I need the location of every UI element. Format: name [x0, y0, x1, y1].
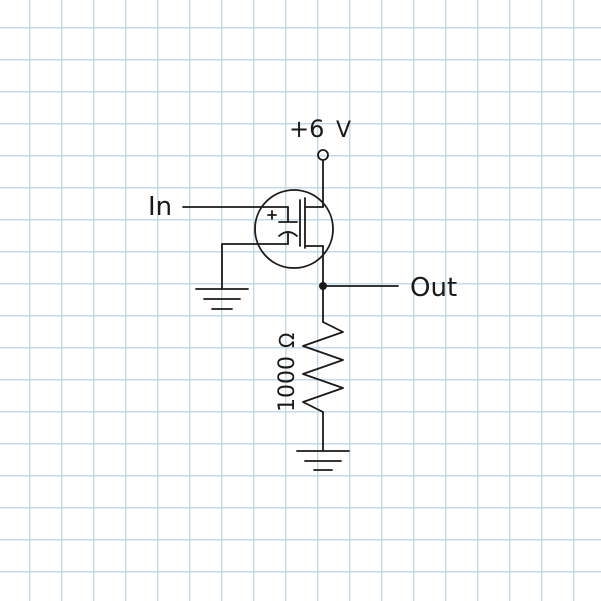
resistor-value-label: 1000	[275, 356, 300, 412]
input-label: In	[148, 192, 172, 222]
resistor-label-group: 1000 Ω	[275, 333, 300, 412]
resistor-symbol	[302, 321, 344, 413]
ground-symbol-bottom	[296, 450, 350, 471]
supply-terminal	[317, 149, 329, 161]
supply-unit-symbol: V	[336, 118, 351, 143]
supply-voltage-label: +6	[289, 115, 324, 143]
transistor-body	[254, 189, 334, 269]
resistor-unit-symbol: Ω	[275, 333, 299, 348]
ground-symbol-left	[195, 288, 249, 310]
mosfet-transistor	[254, 189, 334, 269]
output-label: Out	[410, 273, 457, 303]
gate-ground-wire	[221, 243, 289, 290]
